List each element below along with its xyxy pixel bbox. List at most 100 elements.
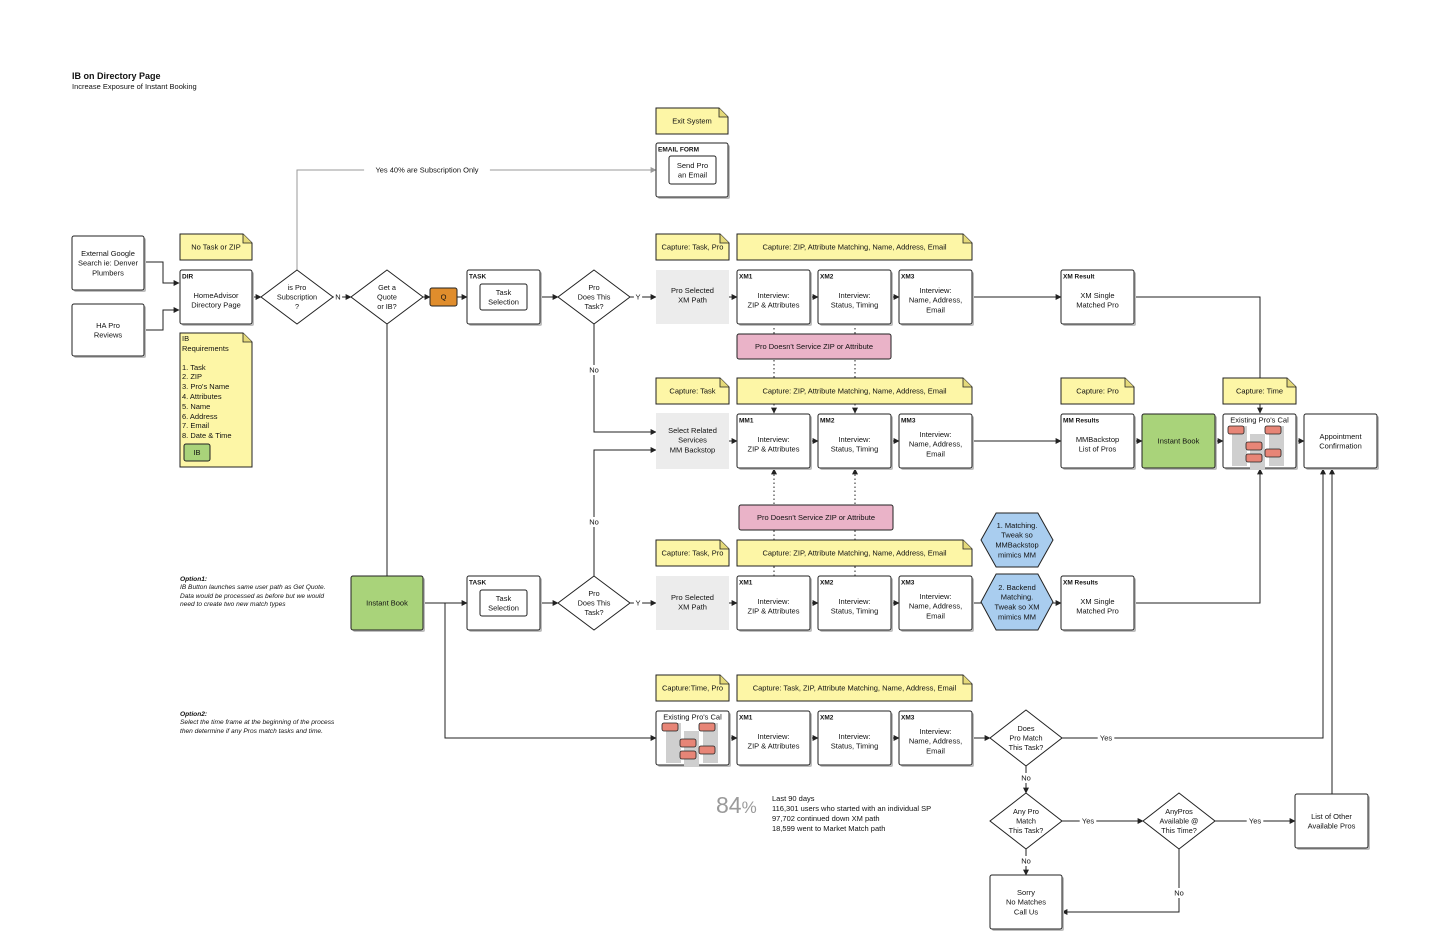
- page-subtitle: Increase Exposure of Instant Booking: [72, 82, 197, 91]
- existing-cal-option2-chart-column: [684, 731, 699, 767]
- mm3-box-text: Name, Address,: [909, 440, 962, 449]
- existing-cal-option2-chart-event: [661, 722, 679, 732]
- capture-task-pro-top-text: Capture: Task, Pro: [662, 243, 724, 252]
- stats-line: 18,599 went to Market Match path: [772, 824, 886, 833]
- instant-book-option1: [350, 575, 424, 631]
- option2-text: Select the time frame at the beginning o…: [180, 719, 335, 735]
- backend-matching-hexagon-text: 2. Backend: [998, 583, 1036, 592]
- task-selection-top-text: Selection: [488, 298, 519, 307]
- mm-results-box: [1060, 413, 1135, 469]
- decision-get-quote: [350, 269, 424, 325]
- ib-requirements-note-fold: [242, 333, 252, 343]
- xm-results-box-bottom: [1060, 575, 1135, 631]
- xm2-box-top-title: XM2: [820, 273, 834, 280]
- backend-matching-hexagon-text: Tweak so XM: [994, 603, 1039, 612]
- exit-system-note-text: Exit System: [672, 117, 712, 126]
- xm-results-box-bottom-title: XM Results: [1063, 579, 1098, 586]
- xm1-box-top: [736, 269, 811, 325]
- xm-results-box-bottom-text: Matched Pro: [1076, 607, 1119, 616]
- label-no-match: No: [1021, 774, 1031, 783]
- page-header: IB on Directory Page Increase Exposure o…: [72, 71, 197, 91]
- matching-tweak-hexagon: [980, 512, 1054, 568]
- decision-does-pro-match-text: Does: [1017, 724, 1034, 733]
- xm1-box-top-text: ZIP & Attributes: [748, 301, 800, 310]
- mm3-box-text: Interview:: [919, 430, 951, 439]
- decision-any-pro-match: [989, 792, 1063, 850]
- stats-line: Last 90 days: [772, 794, 815, 803]
- mm2-box: [817, 413, 892, 469]
- appointment-confirmation-box-text: Appointment: [1319, 432, 1362, 441]
- xm3-box-bottom-text: Email: [926, 611, 945, 620]
- matching-tweak-hexagon-text: MMBackstop: [995, 541, 1038, 550]
- xm2-box-option2: [817, 710, 892, 766]
- decision-get-quote-text: Get a: [378, 283, 397, 292]
- connector-decision-no-mm: [593, 324, 657, 435]
- decision-pro-does-task-top-text: Pro: [588, 283, 599, 292]
- ib-requirement-item: 2. ZIP: [182, 372, 203, 382]
- pro-selected-xm-bottom-text: Pro Selected: [671, 593, 714, 602]
- dir-page-box-text: Directory Page: [191, 301, 241, 310]
- ib-requirements-text: IB Requirements 1. Task 2. ZIP 3. Pro's …: [182, 334, 232, 441]
- decision-pro-does-task-top-text: Task?: [584, 302, 603, 311]
- decision-get-quote-text: or IB?: [377, 302, 396, 311]
- mm3-box: [898, 413, 973, 469]
- exit-system-note: [655, 107, 729, 135]
- capture-task-zip-attr: [736, 674, 973, 702]
- decision-pro-subscription-text: ?: [295, 302, 299, 311]
- connector-google-to-dir: [144, 261, 180, 286]
- pro-doesnt-service-bottom-text: Pro Doesn't Service ZIP or Attribute: [757, 513, 875, 522]
- existing-cal-mm-chart-event: [1245, 453, 1263, 463]
- capture-time-mm-text: Capture: Time: [1236, 387, 1283, 396]
- label-no-available-bg: [1172, 888, 1186, 898]
- xm3-box-top-text: Email: [926, 305, 945, 314]
- connector-ib-to-cal2: [444, 603, 657, 741]
- xm3-box-option2-text: Email: [926, 746, 945, 755]
- no-task-zip-note: [179, 233, 253, 261]
- ib-requirement-item: 3. Pro's Name: [182, 382, 230, 392]
- sorry-no-matches-box-text: Sorry: [1017, 888, 1035, 897]
- ha-pro-reviews-box-text: HA Pro: [96, 321, 120, 330]
- appointment-confirmation-box-text: Confirmation: [1319, 442, 1362, 451]
- send-email-box: [668, 155, 717, 185]
- capture-zip-attr-mm-fold: [962, 378, 972, 388]
- xm3-box-option2-text: Name, Address,: [909, 737, 962, 746]
- decision-pro-subscription-text: Subscription: [277, 293, 317, 302]
- capture-time-pro-text: Capture:Time, Pro: [662, 684, 723, 693]
- select-related-text: MM Backstop: [670, 445, 715, 454]
- option1-note: Option1: IB Button launches same user pa…: [180, 576, 340, 610]
- label-no-bottom: No: [589, 518, 599, 527]
- capture-zip-attr-mm: [736, 377, 973, 405]
- task-selection-bottom-text: Selection: [488, 604, 519, 613]
- capture-task-zip-attr-text: Capture: Task, ZIP, Attribute Matching, …: [753, 684, 957, 693]
- label-n-bg: [333, 292, 343, 302]
- backend-matching-hexagon-text: mimics MM: [998, 612, 1036, 621]
- xm1-box-top-title: XM1: [739, 273, 753, 280]
- decision-any-pros-available-text: Available @: [1160, 817, 1199, 826]
- capture-task-mm-text: Capture: Task: [669, 387, 715, 396]
- sorry-no-matches-box: [989, 874, 1063, 930]
- capture-zip-attr-top-fold: [962, 234, 972, 244]
- xm-result-box-top-title: XM Result: [1063, 273, 1095, 280]
- xm2-box-top-text: Status, Timing: [831, 301, 879, 310]
- label-no-any-match: No: [1021, 857, 1031, 866]
- task-selection-top-text: Task: [496, 288, 512, 297]
- existing-cal-mm-chart-event: [1227, 425, 1245, 435]
- list-other-pros-box-text: Available Pros: [1308, 822, 1356, 831]
- instant-book-mm-text: Instant Book: [1158, 437, 1200, 446]
- decision-pro-does-task-bottom-text: Task?: [584, 608, 603, 617]
- xm-result-box-top-text: XM Single: [1080, 291, 1114, 300]
- option1-title: Option1:: [180, 576, 208, 583]
- capture-zip-attr-mm-text: Capture: ZIP, Attribute Matching, Name, …: [762, 387, 946, 396]
- q-button-label: Q: [441, 293, 447, 302]
- select-related-text: Select Related: [668, 426, 717, 435]
- connector-results2-to-cal: [1134, 468, 1263, 604]
- decision-pro-does-task-top-text: Does This: [578, 293, 611, 302]
- external-google-box: [71, 235, 145, 291]
- label-yes-match: Yes: [1100, 734, 1112, 743]
- external-google-box-text: Plumbers: [92, 268, 124, 277]
- ha-pro-reviews-box: [71, 303, 145, 357]
- xm1-box-option2-text: Interview:: [757, 732, 789, 741]
- connector-decision2-no: [593, 447, 657, 576]
- label-yes-any-match-bg: [1079, 816, 1097, 826]
